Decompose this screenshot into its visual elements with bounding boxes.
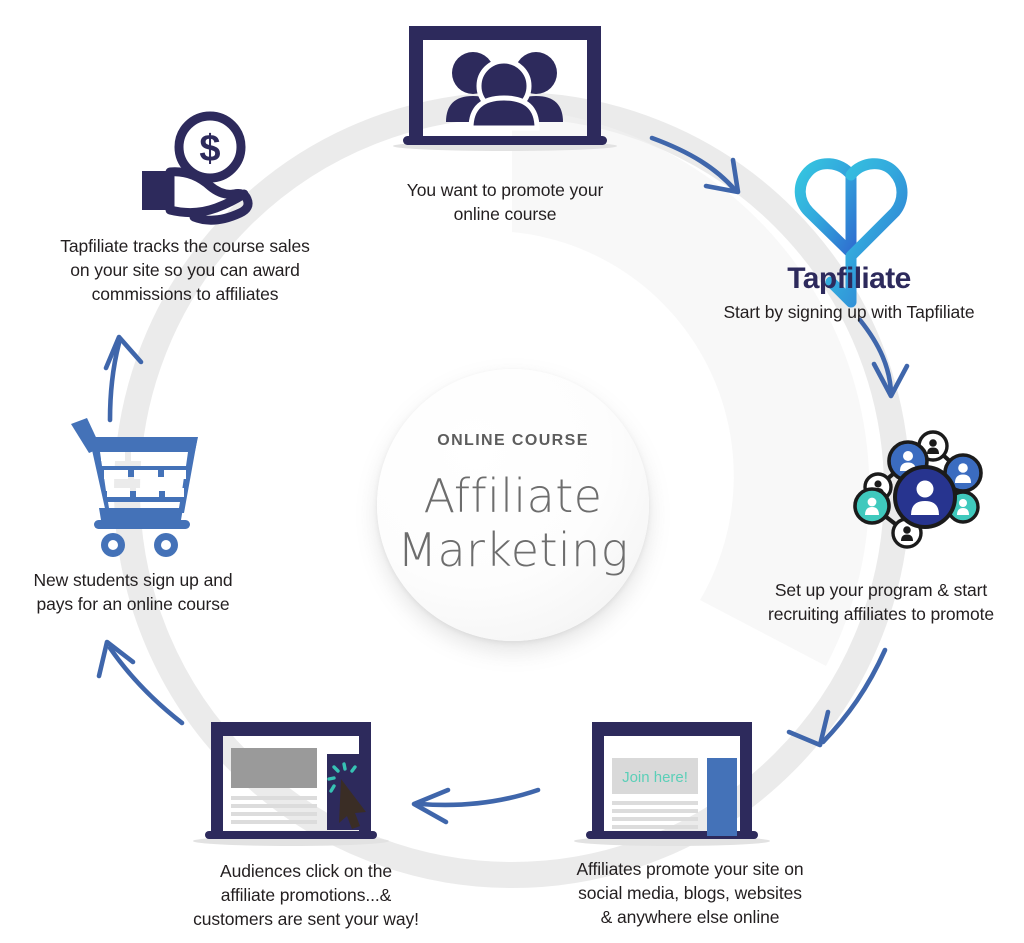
tapfiliate-wordmark: Tapfiliate — [787, 262, 911, 295]
website-join-here-icon: Join here! — [574, 722, 770, 846]
step-audiences-click: Audiences click on the affiliate promoti… — [176, 712, 436, 931]
step-tracks-icon-slot — [20, 98, 350, 220]
step-tracks-caption: Tapfiliate tracks the course sales on yo… — [60, 236, 310, 305]
step-signup-caption: Start by signing up with Tapfiliate — [723, 302, 975, 322]
shopping-cart-icon-detail — [101, 452, 186, 550]
step-affiliates-caption: Affiliates promote your site on social m… — [576, 859, 804, 928]
step-students-buy: New students sign up and pays for an onl… — [2, 408, 264, 616]
step-promote-icon-slot — [332, 16, 678, 166]
people-on-screen-icon — [393, 26, 617, 151]
step-promote-caption: You want to promote your online course — [406, 180, 604, 225]
arrow-promote-to-signup — [649, 135, 741, 195]
step-signup-icon-slot — [676, 158, 1022, 258]
step-audiences-icon-slot — [176, 712, 436, 847]
step-promote: You want to promote your online course — [332, 16, 678, 226]
center-title-line-2: Marketing — [397, 523, 629, 577]
step-signup: Tapfiliate Start by signing up with Tapf… — [676, 158, 1022, 324]
center-title-line-1: Affiliate — [423, 469, 603, 524]
click-burst-icon — [327, 762, 357, 793]
step-recruit-caption: Set up your program & start recruiting a… — [767, 580, 995, 625]
arrow-signup-to-recruit — [857, 317, 910, 399]
tapfiliate-logo-icon — [794, 158, 908, 308]
step-affiliates-promote: Affiliates promote your site on social m… — [540, 712, 840, 929]
arrow-students-to-tracks — [103, 334, 144, 423]
svg-text:$: $ — [199, 128, 220, 170]
affiliate-network-icon — [853, 430, 983, 549]
step-students-icon-slot — [2, 408, 264, 558]
arrow-recruit-to-affiliates — [786, 647, 888, 748]
arrow-audiences-to-students — [96, 639, 185, 726]
step-tracks-sales: Tapfiliate tracks the course sales on yo… — [20, 98, 350, 306]
center-kicker-label: ONLINE COURSE — [437, 432, 589, 450]
step-recruit: Set up your program & start recruiting a… — [736, 418, 1024, 626]
step-audiences-caption: Audiences click on the affiliate promoti… — [193, 861, 419, 930]
hand-holding-dollar-icon: $ — [142, 111, 253, 225]
mouse-cursor-icon — [339, 779, 366, 829]
step-recruit-icon-slot — [736, 418, 1024, 564]
step-affiliates-icon-slot — [540, 712, 840, 847]
center-medallion: ONLINE COURSE Affiliate Marketing — [377, 369, 649, 641]
website-click-cursor-icon — [193, 722, 389, 846]
join-here-label: Join here! — [622, 769, 688, 786]
step-students-caption: New students sign up and pays for an onl… — [33, 570, 233, 615]
arrow-affiliates-to-audiences — [411, 787, 541, 825]
